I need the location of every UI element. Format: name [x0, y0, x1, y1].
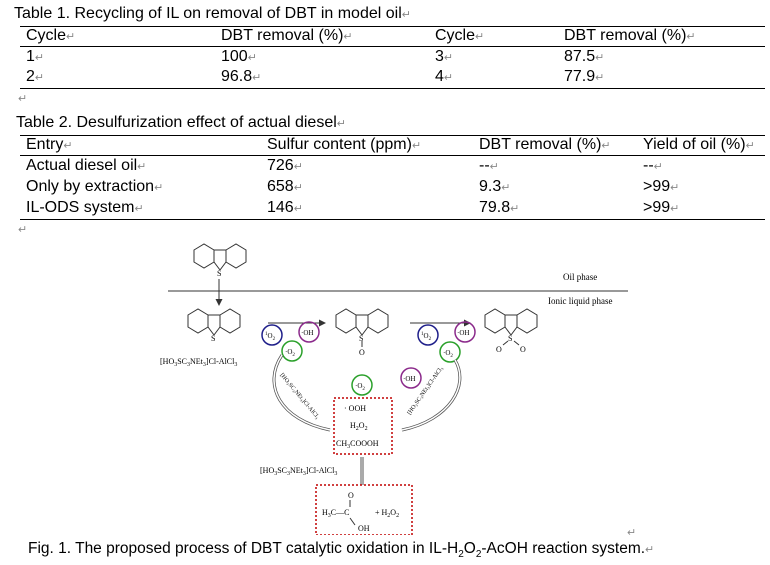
- oxygen-atom-label: O: [359, 348, 365, 357]
- superoxide-circle: [351, 374, 373, 396]
- regeneration-arrow-left: [272, 354, 331, 432]
- hydroxyl-group-label: OH: [358, 524, 370, 533]
- table2-title: Table 2. Desulfurization effect of actua…: [16, 114, 346, 131]
- paragraph-mark: ↵: [627, 527, 637, 539]
- table2-cell: 9.3↵: [479, 178, 511, 195]
- catalyst-label: [HO3SC3NEt3]Cl-AlCl3: [260, 466, 337, 477]
- superoxide-circle: [281, 340, 303, 362]
- table2-header-yield: Yield of oil (%)↵: [643, 136, 755, 153]
- acetic-acid-label: H3C—C: [322, 508, 349, 519]
- table2-cell: Only by extraction↵: [26, 178, 164, 195]
- table2-title-text: Table 2. Desulfurization effect of actua…: [16, 114, 337, 131]
- oxygen-atom-label: O: [496, 345, 502, 354]
- dbt-sulfone-molecule: [484, 308, 538, 346]
- table2-top-rule: [20, 135, 765, 136]
- sulfur-atom-label: S: [211, 334, 215, 343]
- table1-cell: 2↵: [26, 68, 45, 85]
- paragraph-mark: ↵: [18, 224, 28, 236]
- table1-cell: 100↵: [221, 48, 257, 65]
- table1-header-removal-1: DBT removal (%)↵: [221, 27, 353, 44]
- peroxyl-radical-label: · OOH: [344, 404, 366, 413]
- hydrogen-peroxide-reactant-label: + H2O2: [375, 508, 399, 519]
- singlet-oxygen-circle: [417, 324, 439, 346]
- table1-bottom-rule: [20, 88, 765, 89]
- oil-phase-label: Oil phase: [563, 272, 597, 282]
- table1-header-cycle-2: Cycle↵: [435, 27, 485, 44]
- sulfur-atom-label: S: [508, 334, 512, 343]
- catalyst-label-rotated-right: [HO₃SC₃NEt₃]Cl-AlCl₃: [407, 366, 445, 416]
- table2-cell: 146↵: [267, 199, 303, 216]
- hydroxyl-radical-circle: [454, 321, 476, 343]
- paragraph-mark: ↵: [18, 93, 28, 105]
- figure-caption: Fig. 1. The proposed process of DBT cata…: [28, 540, 655, 561]
- catalyst-label: [HO3SC3NEt3]Cl-AlCl3: [160, 357, 237, 368]
- hydroxyl-radical-label: ·OH: [301, 329, 313, 337]
- reaction-scheme-figure: S Oil phase Ionic liquid phase S [HO3SC3…: [160, 243, 628, 535]
- table2-cell: Actual diesel oil↵: [26, 157, 147, 174]
- table2-cell: 79.8↵: [479, 199, 520, 216]
- table2-header-sulfur: Sulfur content (ppm)↵: [267, 136, 422, 153]
- table2-header-rule: [20, 155, 765, 156]
- table2-cell: >99↵: [643, 178, 680, 195]
- table1-header-cycle-1: Cycle↵: [26, 27, 76, 44]
- superoxide-label: ·O2: [443, 349, 453, 359]
- table2-header-removal: DBT removal (%)↵: [479, 136, 611, 153]
- oxygen-atom-label: O: [520, 345, 526, 354]
- table1-cell: 3↵: [435, 48, 454, 65]
- table1-title-text: Table 1. Recycling of IL on removal of D…: [14, 5, 402, 22]
- singlet-oxygen-label: 1O2: [265, 332, 276, 342]
- hydroxyl-radical-label: ·OH: [403, 375, 415, 383]
- oxidant-species-box: [333, 397, 393, 455]
- ionic-liquid-phase-label: Ionic liquid phase: [548, 296, 613, 306]
- superoxide-circle: [439, 341, 461, 363]
- dbt-molecule-oil: [193, 243, 247, 271]
- dbt-sulfoxide-molecule: [335, 308, 389, 347]
- carbonyl-oxygen-label: O: [348, 491, 354, 500]
- hydrogen-peroxide-label: H2O2: [350, 421, 368, 432]
- singlet-oxygen-circle: [261, 324, 283, 346]
- table2-cell: >99↵: [643, 199, 680, 216]
- table2-cell: --↵: [643, 157, 663, 174]
- dbt-molecule-il: [187, 308, 241, 336]
- hydroxyl-radical-label: ·OH: [457, 329, 469, 337]
- hydroxyl-radical-circle: [400, 367, 422, 389]
- superoxide-label: ·O2: [355, 382, 365, 392]
- table1-cell: 96.8↵: [221, 68, 262, 85]
- superoxide-label: ·O2: [285, 348, 295, 358]
- table1-header-rule: [20, 46, 765, 47]
- peracetic-acid-label: CH3COOOH: [336, 439, 379, 450]
- table2-cell: 658↵: [267, 178, 303, 195]
- table1-cell: 87.5↵: [564, 48, 605, 65]
- table2-cell: IL-ODS system↵: [26, 199, 144, 216]
- catalyst-label-rotated-left: [HO₃SC₃NEt₃]Cl-AlCl₃: [278, 372, 319, 420]
- table1-top-rule: [20, 26, 765, 27]
- table2-header-entry: Entry↵: [26, 136, 73, 153]
- singlet-oxygen-label: 1O2: [421, 332, 432, 342]
- table2-bottom-rule: [20, 219, 765, 220]
- table1-header-removal-2: DBT removal (%)↵: [564, 27, 696, 44]
- hydroxyl-radical-circle: [298, 321, 320, 343]
- table1-cell: 77.9↵: [564, 68, 605, 85]
- sulfur-atom-label: S: [217, 269, 221, 278]
- table2-cell: --↵: [479, 157, 499, 174]
- table2-cell: 726↵: [267, 157, 303, 174]
- table1-cell: 4↵: [435, 68, 454, 85]
- table1-title: Table 1. Recycling of IL on removal of D…: [14, 5, 411, 22]
- sulfur-atom-label: S: [359, 334, 363, 343]
- reactants-box: [315, 484, 413, 535]
- table1-cell: 1↵: [26, 48, 45, 65]
